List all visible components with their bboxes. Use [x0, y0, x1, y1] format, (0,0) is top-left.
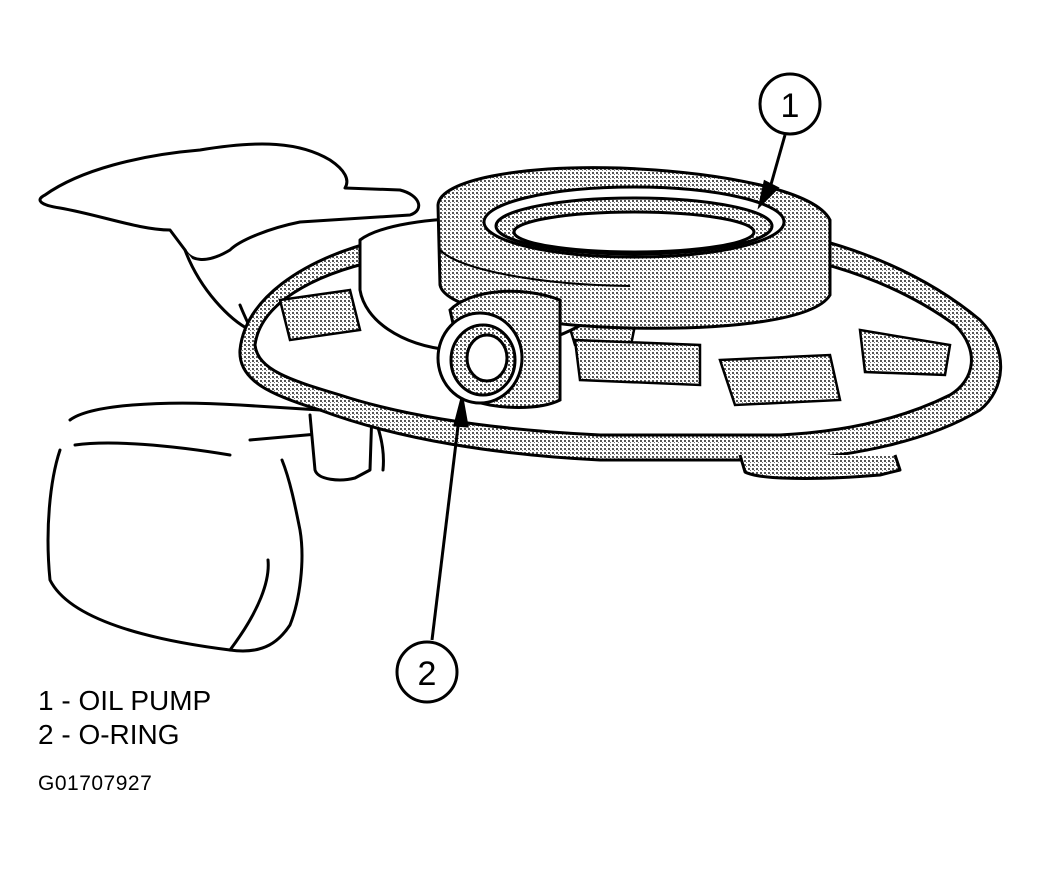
leader-lines: [430, 134, 787, 641]
callout-1-number: 1: [781, 87, 800, 125]
callout-2: 2: [395, 640, 459, 704]
figure-id: G01707927: [38, 772, 153, 795]
hand-drawing: [38, 142, 421, 653]
callout-2-number: 2: [418, 655, 437, 693]
o-ring-port: [436, 289, 562, 409]
callout-1: 1: [758, 72, 822, 136]
legend-item-oil-pump: 1 - OIL PUMP: [38, 685, 212, 716]
pump-top-ring: [436, 166, 832, 330]
legend-item-o-ring: 2 - O-RING: [38, 719, 180, 750]
legend: 1 - OIL PUMP 2 - O-RING: [38, 684, 211, 752]
